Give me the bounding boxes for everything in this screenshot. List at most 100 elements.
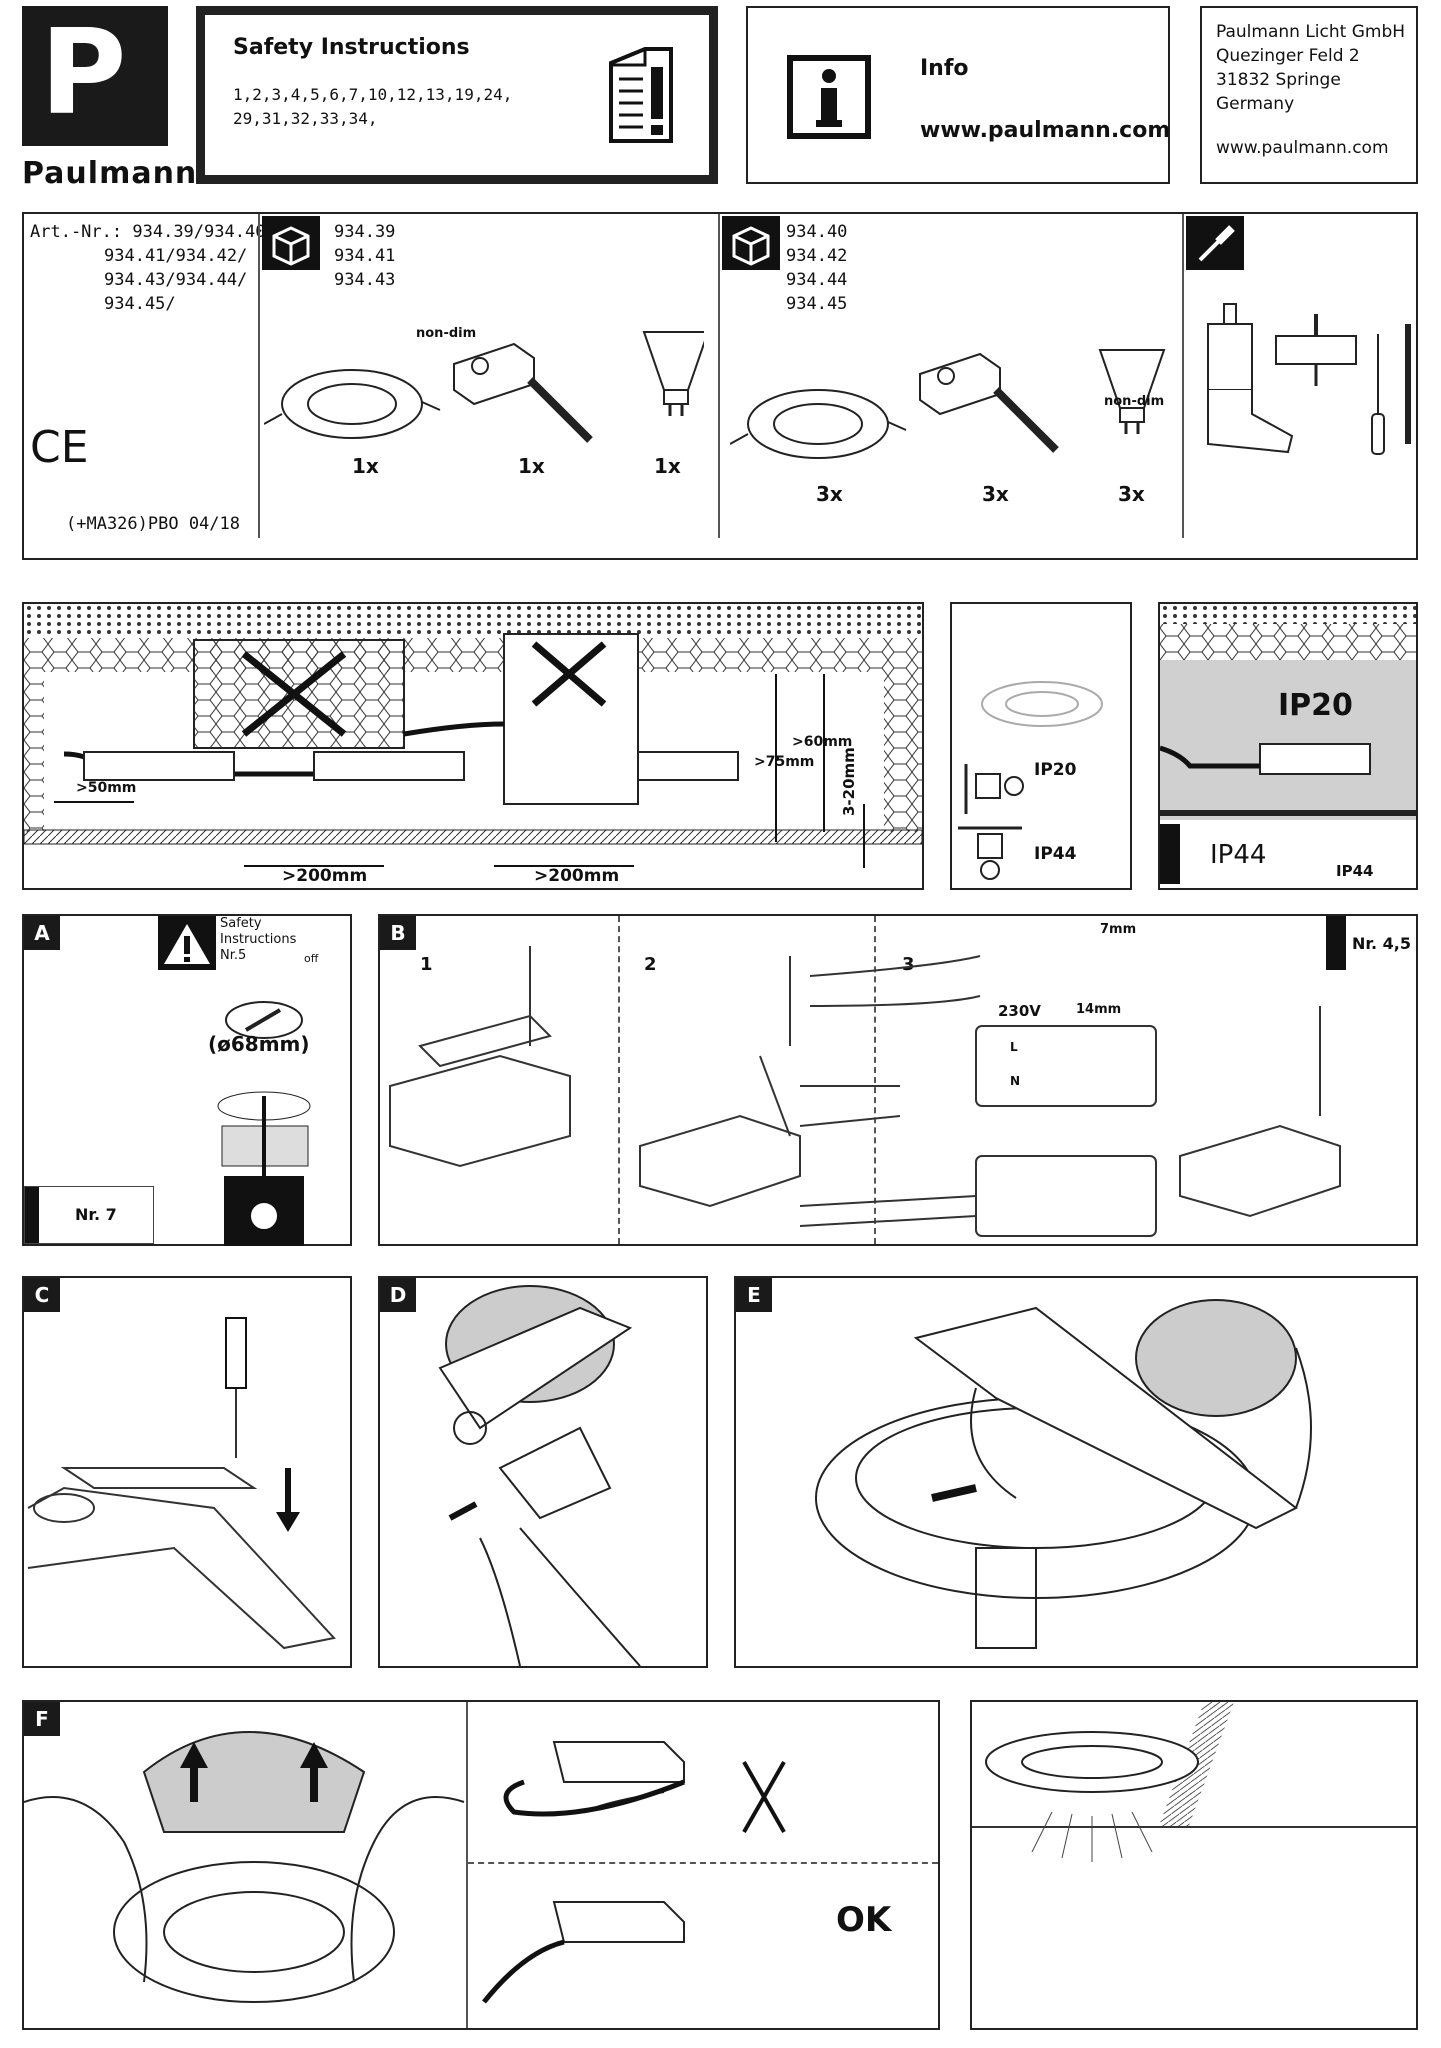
logo-letter: P (40, 3, 127, 141)
panel-ip20: IP20 (1278, 688, 1353, 723)
pack2-lamp-label: non-dim (1104, 394, 1165, 409)
ce-mark: CE (30, 422, 89, 473)
pack1-lamp-label: non-dim (416, 326, 477, 341)
step-b-tag: B (380, 916, 416, 950)
article-code: (+MA326)PBO 04/18 (66, 514, 240, 534)
warning-icon (158, 916, 216, 970)
article-line3: 934.43/934.44/ (104, 270, 248, 290)
pack1-item-3: 934.43 (334, 270, 396, 290)
article-line2: 934.41/934.42/ (104, 246, 248, 266)
clearance-60: >60mm (792, 734, 853, 750)
pack1-qty-1: 1x (352, 454, 379, 478)
clearance-50: >50mm (76, 780, 137, 796)
pack2-qty-3: 3x (1118, 482, 1145, 506)
article-line4: 934.45/ (104, 294, 176, 314)
step-b-note: Nr. 4,5 (1352, 934, 1411, 953)
box-icon-pack1 (262, 216, 320, 270)
strip-length-7: 7mm (1100, 922, 1137, 937)
clearance-75: >75mm (754, 754, 815, 770)
step-c-tag: C (24, 1278, 60, 1312)
drilling-illustration (217, 1001, 311, 1246)
step-e-illustration (815, 1299, 1312, 1649)
spacing-200-right: >200mm (534, 866, 620, 886)
pack2-components-illustration (730, 349, 1166, 459)
ip-panel-illustration: IP20 IP44 IP44 (1158, 602, 1418, 890)
step-a-safety-label2: Instructions (220, 932, 297, 947)
pack1-components-illustration (264, 331, 704, 443)
step-c-illustration (27, 1317, 336, 1650)
step-a-note: Nr. 7 (24, 1186, 154, 1244)
terminal-l: L (1010, 1040, 1018, 1054)
strip-length-14: 14mm (1076, 1002, 1122, 1017)
safety-instructions-box: Safety Instructions 1,2,3,4,5,6,7,10,12,… (196, 6, 718, 184)
safety-numbers-line1: 1,2,3,4,5,6,7,10,12,13,19,24, (233, 85, 513, 104)
step-d-tag: D (380, 1278, 416, 1312)
step-a-panel: A Safety Instructions Nr.5 off (ø68mm) N… (22, 914, 352, 1246)
panel-ip44-small: IP44 (1336, 862, 1374, 880)
contents-panel: Art.-Nr.: 934.39/934.40/ 934.41/934.42/ … (22, 212, 1418, 560)
ip44-label: IP44 (1034, 844, 1077, 864)
step-e-tag: E (736, 1278, 772, 1312)
info-title: Info (920, 56, 969, 81)
step-f-ok: OK (836, 1900, 892, 1940)
terminal-n: N (1010, 1074, 1021, 1088)
pack2-item-1: 934.40 (786, 222, 848, 242)
screwdriver-icon (1186, 216, 1244, 270)
step-b-sub2: 2 (644, 954, 657, 975)
finished-installation-panel (970, 1700, 1418, 2030)
installation-diagram: >50mm >75mm >60mm 3-20mm >200mm >200mm (22, 602, 924, 890)
address-street: Quezinger Feld 2 (1216, 46, 1360, 66)
info-url[interactable]: www.paulmann.com (920, 118, 1171, 143)
ip20-label: IP20 (1034, 760, 1077, 780)
spacing-200-left: >200mm (282, 866, 368, 886)
step-a-note-text: Nr. 7 (75, 1205, 117, 1224)
box-icon-pack2 (722, 216, 780, 270)
info-icon (787, 55, 871, 139)
ip-ceiling-illustration (1160, 604, 1416, 884)
pack1-qty-2: 1x (518, 454, 545, 478)
step-d-illustration (438, 1285, 641, 1666)
pack2-qty-1: 3x (816, 482, 843, 506)
document-warning-icon (609, 47, 673, 143)
address-city: 31832 Springe (1216, 70, 1341, 90)
off-label: off (304, 952, 319, 965)
voltage-label: 230V (998, 1002, 1041, 1020)
pack2-qty-2: 3x (982, 482, 1009, 506)
step-c-panel: C (22, 1276, 352, 1668)
step-b-sub1: 1 (420, 954, 433, 975)
pack2-item-3: 934.44 (786, 270, 848, 290)
step-b-panel: B 1 2 3 7mm 14mm 230V L N Nr. 4,5 (378, 914, 1418, 1246)
article-line1: 934.39/934.40/ (132, 222, 276, 242)
address-country: Germany (1216, 94, 1295, 114)
finished-downlight-illustration (985, 1702, 1234, 1862)
safety-numbers-line2: 29,31,32,33,34, (233, 109, 378, 128)
pack2-item-4: 934.45 (786, 294, 848, 314)
address-url[interactable]: www.paulmann.com (1216, 138, 1389, 158)
step-a-tag: A (24, 916, 60, 950)
pack1-item-1: 934.39 (334, 222, 396, 242)
paulmann-logo: P (22, 6, 168, 146)
step-a-safety-nr: Nr.5 (220, 948, 247, 963)
article-label: Art.-Nr.: (30, 222, 123, 242)
address-box: Paulmann Licht GmbH Quezinger Feld 2 318… (1200, 6, 1418, 184)
step-b-sub3: 3 (902, 954, 915, 975)
ip-rating-illustration (958, 681, 1103, 880)
address-company: Paulmann Licht GmbH (1216, 22, 1406, 42)
panel-ip44: IP44 (1210, 840, 1267, 870)
wiring-illustration (389, 916, 1346, 1237)
ip-rating-panel: IP20 IP44 (950, 602, 1132, 890)
tools-illustration (1207, 303, 1411, 455)
step-d-panel: D (378, 1276, 708, 1668)
pack1-qty-3: 1x (654, 454, 681, 478)
ceiling-thickness: 3-20mm (840, 747, 858, 816)
step-f-illustration (24, 1731, 786, 2004)
step-e-panel: E (734, 1276, 1418, 1668)
info-box: Info www.paulmann.com (746, 6, 1170, 184)
ceiling-installation-illustration (24, 604, 922, 868)
step-a-safety-label1: Safety (220, 916, 262, 931)
step-f-panel: F OK (22, 1700, 940, 2030)
pack1-item-2: 934.41 (334, 246, 396, 266)
safety-title: Safety Instructions (233, 35, 470, 60)
pack2-item-2: 934.42 (786, 246, 848, 266)
hole-diameter: (ø68mm) (208, 1032, 310, 1056)
